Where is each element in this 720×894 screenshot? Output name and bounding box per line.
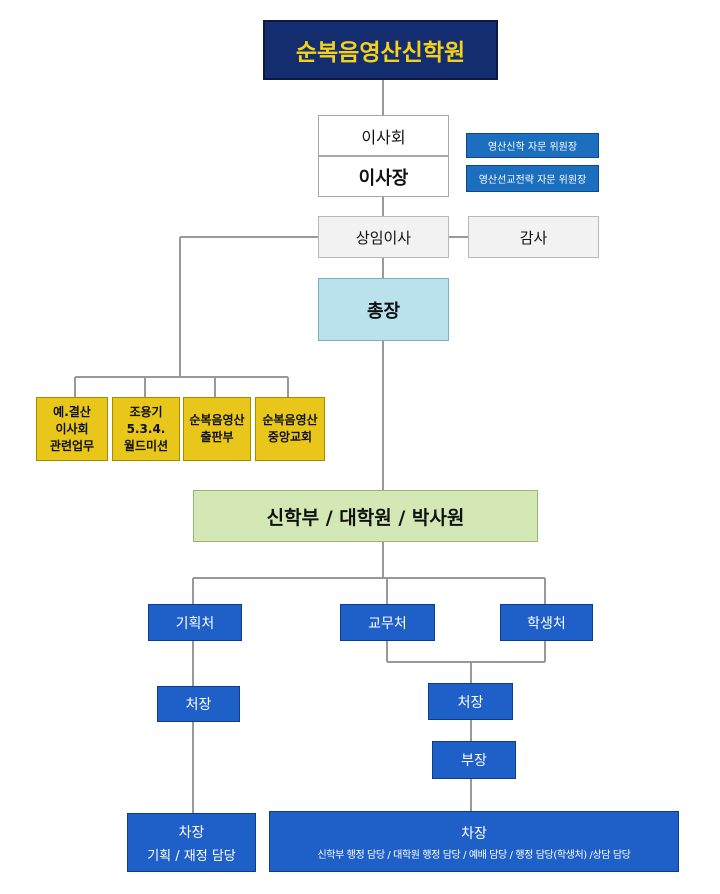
academic-director-box: 처장: [428, 683, 513, 720]
president-box: 총장: [318, 278, 449, 341]
academic-deputy-box: 차장 신학부 행정 담당 / 대학원 행정 담당 / 예배 담당 / 행정 담당…: [269, 811, 679, 872]
advisory-theology-box: 영산신학 자문 위원장: [466, 133, 599, 158]
side-unit-line: 중앙교회: [267, 430, 313, 444]
side-unit-line: 순복음영산: [189, 413, 245, 427]
side-unit-central-church: 순복음영산 중앙교회: [255, 397, 325, 461]
deputy-title: 차장: [461, 825, 487, 842]
org-title: 순복음영산신학원: [263, 20, 498, 80]
side-unit-line: 예.결산: [53, 404, 91, 419]
standing-director-box: 상임이사: [318, 216, 449, 258]
side-unit-publishing: 순복음영산 출판부: [183, 397, 251, 461]
side-unit-line: 순복음영산: [262, 413, 318, 427]
side-unit-budget: 예.결산 이사회 관련업무: [36, 397, 108, 461]
planning-deputy-box: 차장 기획 / 재정 담당: [127, 813, 256, 872]
deputy-description: 기획 / 재정 담당: [147, 848, 236, 864]
side-unit-line: 월드미션: [123, 438, 169, 453]
side-unit-world-mission: 조용기 5.3.4. 월드미션: [112, 397, 180, 461]
advisory-mission-box: 영산선교전략 자문 위원장: [466, 165, 599, 192]
chairman-box: 이사장: [318, 156, 449, 197]
planning-office-box: 기획처: [148, 604, 242, 641]
side-unit-line: 조용기: [129, 404, 163, 419]
academic-office-box: 교무처: [340, 604, 435, 641]
side-unit-line: 출판부: [200, 430, 234, 444]
planning-director-box: 처장: [157, 686, 240, 722]
auditor-box: 감사: [468, 216, 599, 258]
academic-manager-box: 부장: [432, 741, 516, 779]
side-unit-line: 5.3.4.: [126, 421, 166, 436]
side-unit-line: 관련업무: [49, 438, 95, 453]
deputy-description: 신학부 행정 담당 / 대학원 행정 담당 / 예배 담당 / 행정 담당(학생…: [317, 849, 631, 861]
deputy-title: 차장: [178, 824, 205, 841]
student-office-box: 학생처: [500, 604, 593, 641]
side-unit-line: 이사회: [55, 421, 89, 436]
board-box: 이사회: [318, 115, 449, 156]
schools-box: 신학부 / 대학원 / 박사원: [193, 490, 538, 542]
